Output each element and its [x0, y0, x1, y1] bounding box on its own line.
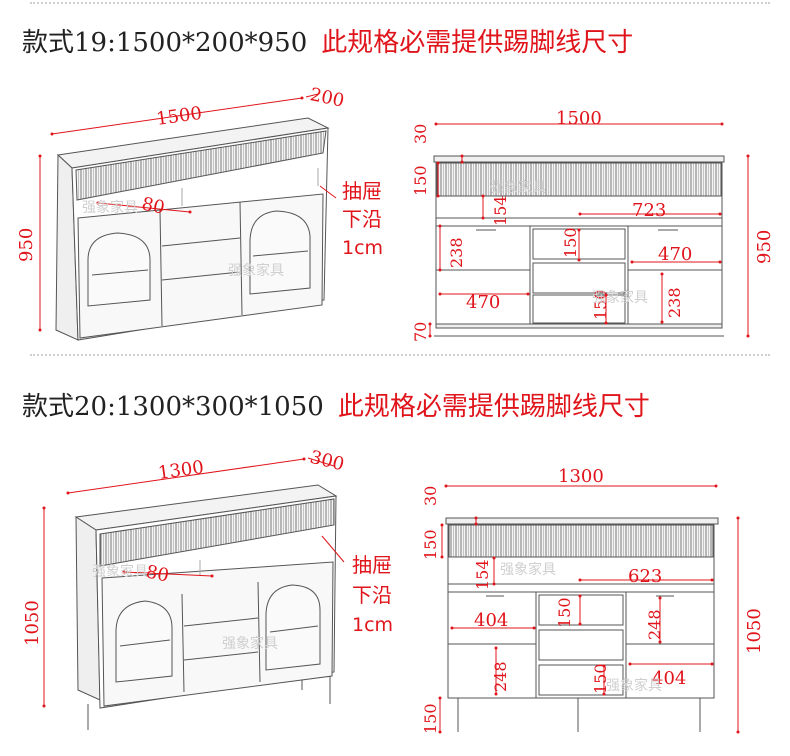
style19-niche: 154 [491, 195, 510, 226]
style20-persp-depth: 300 [308, 447, 346, 476]
style19-door-height: 238 [447, 237, 466, 268]
style19-shelf: 723 [632, 200, 666, 221]
style20-drawer-gap: 80 [144, 561, 171, 586]
style19-drawer-height: 150 [561, 227, 580, 258]
watermark: 强象家具 [606, 677, 662, 694]
style19-top-gap: 30 [411, 124, 430, 144]
style20-shelf: 623 [628, 566, 662, 587]
style20-perspective-dims [42, 457, 345, 708]
style19-half-width: 470 [658, 244, 692, 265]
style19-kick: 70 [411, 322, 430, 342]
style19-drawer-height-2: 150 [591, 289, 610, 320]
style19-model: 款式19:1500*200*950 [22, 28, 308, 58]
style19-band: 150 [411, 165, 430, 196]
style19-heading: 款式19:1500*200*950 此规格必需提供踢脚线尺寸 [22, 22, 633, 59]
style19-persp-height: 950 [16, 228, 37, 262]
watermark: 强象家具 [500, 561, 556, 578]
style19-requirement: 此规格必需提供踢脚线尺寸 [321, 28, 634, 58]
style19-drawer-gap: 80 [140, 193, 167, 218]
style19-note-line2: 下沿 [342, 207, 382, 231]
style20-band: 150 [421, 529, 440, 560]
style20-front-height: 1050 [744, 608, 765, 654]
style20-half-width: 404 [474, 610, 508, 631]
style19-front-height: 950 [754, 230, 775, 264]
style20-niche: 154 [473, 559, 492, 590]
style20-note-line1: 抽屉 [352, 553, 392, 577]
style20-kick: 150 [421, 703, 440, 734]
style20-front-width: 1300 [558, 466, 604, 487]
middle-divider [30, 354, 770, 356]
style20-note-line2: 下沿 [352, 583, 392, 607]
style19-half-width-2: 470 [466, 292, 500, 313]
style20-top-gap: 30 [421, 486, 440, 506]
watermark: 强象家具 [92, 563, 148, 580]
style20-perspective-cabinet [74, 484, 338, 730]
watermark: 强象家具 [82, 199, 138, 216]
style20-drawer-height: 150 [555, 597, 574, 628]
style19-front-width: 1500 [556, 108, 602, 129]
style20-persp-height: 1050 [22, 600, 43, 646]
style20-persp-width: 1300 [157, 457, 205, 484]
style19-front-cabinet [433, 155, 725, 337]
style20-requirement: 此规格必需提供踢脚线尺寸 [337, 392, 650, 422]
style20-heading: 款式20:1300*300*1050 此规格必需提供踢脚线尺寸 [22, 386, 650, 423]
style20-door-height: 248 [645, 609, 664, 640]
style19-perspective-dims [38, 93, 337, 332]
style19-door-height-2: 238 [665, 287, 684, 318]
watermark: 强象家具 [228, 262, 284, 279]
style19-persp-width: 1500 [155, 103, 203, 130]
style20-door-height-2: 248 [491, 661, 510, 692]
style19-note-line1: 抽屉 [342, 179, 382, 203]
style19-perspective-cabinet [55, 117, 330, 341]
style20-front-dims [438, 484, 740, 734]
style20-drawer-height-2: 150 [591, 663, 610, 694]
watermark: 强象家具 [222, 635, 278, 652]
style19-note-line3: 1cm [342, 237, 383, 259]
watermark: 强象家具 [490, 179, 546, 196]
style20-note-line3: 1cm [352, 614, 393, 636]
style20-model: 款式20:1300*300*1050 [22, 392, 324, 422]
style19-front-dims [428, 122, 750, 338]
style20-half-width-2: 404 [652, 668, 686, 689]
watermark: 强象家具 [592, 289, 648, 306]
style19-persp-depth: 200 [308, 84, 346, 112]
top-divider [30, 2, 770, 4]
